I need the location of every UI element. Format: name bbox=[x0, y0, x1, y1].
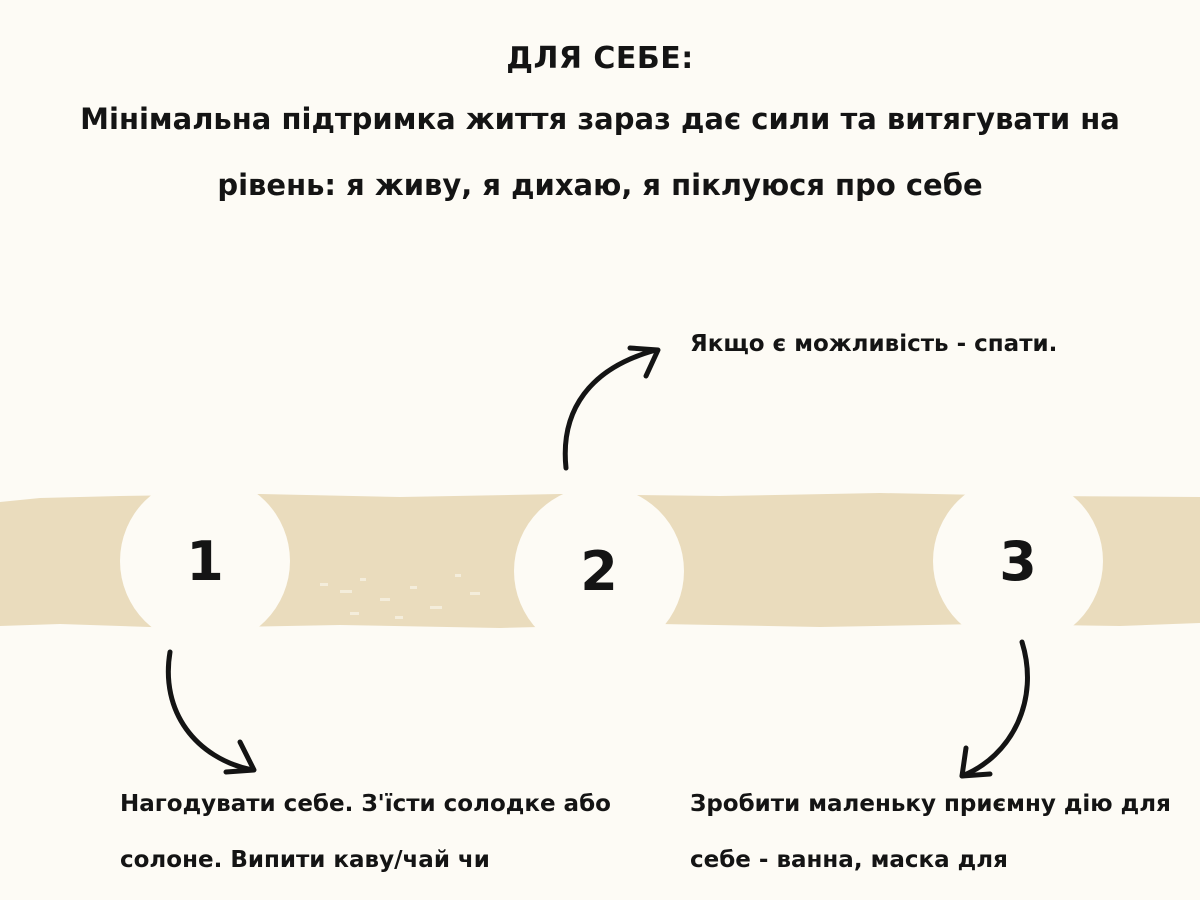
curved-arrow-up-right-icon bbox=[562, 345, 661, 471]
curved-arrow-down-left-icon bbox=[959, 639, 1030, 779]
step-1-number: 1 bbox=[186, 529, 224, 593]
step-3-number: 3 bbox=[999, 529, 1037, 593]
step-2-circle: 2 bbox=[514, 486, 684, 656]
step-2-number: 2 bbox=[580, 539, 618, 603]
header: ДЛЯ СЕБЕ: Мінімальна підтримка життя зар… bbox=[0, 32, 1200, 218]
page-title: ДЛЯ СЕБЕ: bbox=[506, 41, 694, 76]
step-3-text: Зробити маленьку приємну дію для себе - … bbox=[690, 791, 1171, 873]
step-3-circle: 3 bbox=[933, 476, 1103, 646]
page-subtitle: Мінімальна підтримка життя зараз дає сил… bbox=[80, 102, 1120, 202]
step-1-circle: 1 bbox=[120, 476, 290, 646]
step-1-text: Нагодувати себе. З'їсти солодке або соло… bbox=[120, 791, 611, 873]
step-2-text: Якщо є можливість - спати. bbox=[690, 331, 1058, 357]
curved-arrow-down-right-icon bbox=[165, 649, 257, 775]
